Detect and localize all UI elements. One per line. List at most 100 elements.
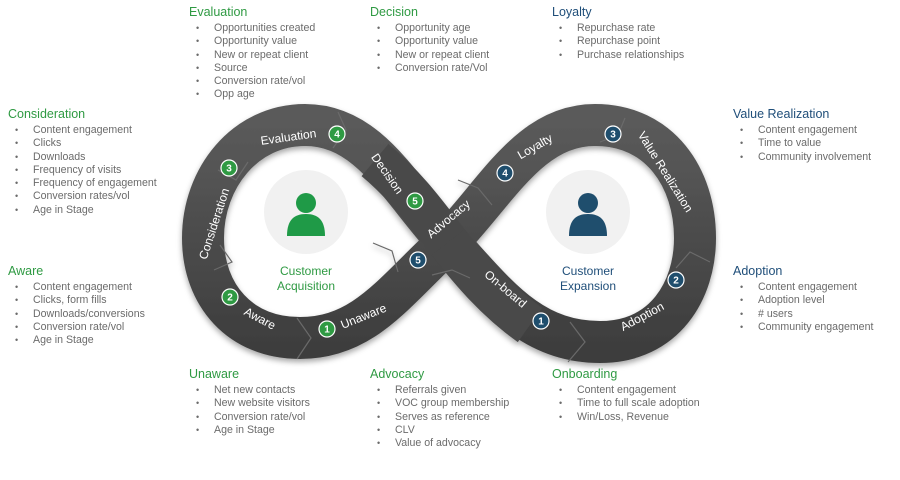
list-item: Frequency of engagement: [15, 177, 157, 190]
list-item: Opportunity value: [377, 35, 489, 48]
list-item: Content engagement: [15, 124, 157, 137]
panel-onboarding: Onboarding Content engagement Time to fu…: [552, 367, 700, 424]
list-item: Frequency of visits: [15, 164, 157, 177]
panel-list-adoption: Content engagement Adoption level # user…: [740, 281, 873, 334]
list-item: Value of advocacy: [377, 437, 509, 450]
expansion-label-line2: Expansion: [560, 279, 616, 293]
customer-acquisition-person-icon: [287, 193, 325, 236]
list-item: Adoption level: [740, 294, 873, 307]
stage-number-decision: 5: [412, 197, 418, 208]
panel-adoption: Adoption Content engagement Adoption lev…: [733, 264, 873, 334]
list-item: Conversion rate/vol: [196, 75, 315, 88]
list-item: Opportunity value: [196, 35, 315, 48]
list-item: Conversion rate/vol: [196, 411, 310, 424]
panel-aware: Aware Content engagement Clicks, form fi…: [8, 264, 145, 347]
stage-marker-value-realization: 3: [604, 125, 622, 143]
list-item: New or repeat client: [196, 49, 315, 62]
list-item: CLV: [377, 424, 509, 437]
panel-list-evaluation: Opportunities created Opportunity value …: [196, 22, 315, 102]
list-item: Content engagement: [740, 124, 871, 137]
list-item: Conversion rate/vol: [15, 321, 145, 334]
stage-number-consideration: 3: [226, 164, 232, 175]
list-item: Source: [196, 62, 315, 75]
list-item: Time to value: [740, 137, 871, 150]
stage-marker-loyalty: 4: [496, 164, 514, 182]
stage-marker-consideration: 3: [220, 159, 238, 177]
panel-list-aware: Content engagement Clicks, form fills Do…: [15, 281, 145, 347]
list-item: Content engagement: [740, 281, 873, 294]
list-item: Content engagement: [15, 281, 145, 294]
stage-number-advocacy: 5: [415, 256, 421, 267]
stage-number-aware: 2: [227, 293, 233, 304]
list-item: Opportunity age: [377, 22, 489, 35]
stage-marker-onboard: 1: [532, 312, 550, 330]
list-item: Content engagement: [559, 384, 700, 397]
panel-advocacy: Advocacy Referrals given VOC group membe…: [370, 367, 509, 450]
expansion-label-line1: Customer: [562, 264, 614, 278]
panel-title-adoption: Adoption: [733, 264, 783, 278]
list-item: Purchase relationships: [559, 49, 684, 62]
panel-unaware: Unaware Net new contacts New website vis…: [189, 367, 310, 437]
list-item: VOC group membership: [377, 397, 509, 410]
list-item: Referrals given: [377, 384, 509, 397]
panel-list-consideration: Content engagement Clicks Downloads Freq…: [15, 124, 157, 217]
stage-number-adoption: 2: [673, 276, 679, 287]
list-item: Downloads: [15, 151, 157, 164]
list-item: Conversion rates/vol: [15, 190, 157, 203]
panel-consideration: Consideration Content engagement Clicks …: [8, 107, 157, 217]
panel-title-aware: Aware: [8, 264, 44, 278]
stage-marker-advocacy: 5: [409, 251, 427, 269]
panel-list-value-realization: Content engagement Time to value Communi…: [740, 124, 871, 164]
panel-evaluation: Evaluation Opportunities created Opportu…: [189, 5, 315, 102]
list-item: Repurchase rate: [559, 22, 684, 35]
list-item: Win/Loss, Revenue: [559, 411, 700, 424]
list-item: Opportunities created: [196, 22, 315, 35]
list-item: Conversion rate/Vol: [377, 62, 489, 75]
panel-title-consideration: Consideration: [8, 107, 86, 121]
list-item: Clicks: [15, 137, 157, 150]
list-item: Time to full scale adoption: [559, 397, 700, 410]
panel-title-decision: Decision: [370, 5, 418, 19]
panel-title-loyalty: Loyalty: [552, 5, 592, 19]
list-item: # users: [740, 308, 873, 321]
infinity-ribbon: [182, 104, 716, 363]
list-item: Repurchase point: [559, 35, 684, 48]
panel-list-onboarding: Content engagement Time to full scale ad…: [559, 384, 700, 424]
list-item: Age in Stage: [196, 424, 310, 437]
stage-number-loyalty: 4: [502, 169, 508, 180]
panel-title-onboarding: Onboarding: [552, 367, 618, 381]
stage-marker-aware: 2: [221, 288, 239, 306]
panel-list-unaware: Net new contacts New website visitors Co…: [196, 384, 310, 437]
stage-marker-evaluation: 4: [328, 125, 346, 143]
panel-title-unaware: Unaware: [189, 367, 240, 381]
stage-number-value-realization: 3: [610, 130, 616, 141]
panel-title-value-realization: Value Realization: [733, 107, 830, 121]
list-item: Downloads/conversions: [15, 308, 145, 321]
acquisition-label-line2: Acquisition: [277, 279, 335, 293]
list-item: New or repeat client: [377, 49, 489, 62]
list-item: Serves as reference: [377, 411, 509, 424]
panel-value-realization: Value Realization Content engagement Tim…: [733, 107, 871, 164]
panel-decision: Decision Opportunity age Opportunity val…: [370, 5, 489, 75]
stage-marker-adoption: 2: [667, 271, 685, 289]
stage-number-unaware: 1: [324, 325, 330, 336]
acquisition-label-line1: Customer: [280, 264, 332, 278]
panel-list-advocacy: Referrals given VOC group membership Ser…: [377, 384, 509, 450]
list-item: Clicks, form fills: [15, 294, 145, 307]
list-item: Age in Stage: [15, 334, 145, 347]
customer-expansion-person-icon: [569, 193, 607, 236]
list-item: Net new contacts: [196, 384, 310, 397]
stage-number-evaluation: 4: [334, 130, 340, 141]
list-item: Opp age: [196, 88, 315, 101]
list-item: Age in Stage: [15, 204, 157, 217]
panel-title-evaluation: Evaluation: [189, 5, 248, 19]
stage-marker-unaware: 1: [318, 320, 336, 338]
panel-title-advocacy: Advocacy: [370, 367, 425, 381]
list-item: Community engagement: [740, 321, 873, 334]
list-item: New website visitors: [196, 397, 310, 410]
panel-loyalty: Loyalty Repurchase rate Repurchase point…: [552, 5, 684, 62]
panel-list-loyalty: Repurchase rate Repurchase point Purchas…: [559, 22, 684, 62]
stage-number-onboard: 1: [538, 317, 544, 328]
panel-list-decision: Opportunity age Opportunity value New or…: [377, 22, 489, 75]
